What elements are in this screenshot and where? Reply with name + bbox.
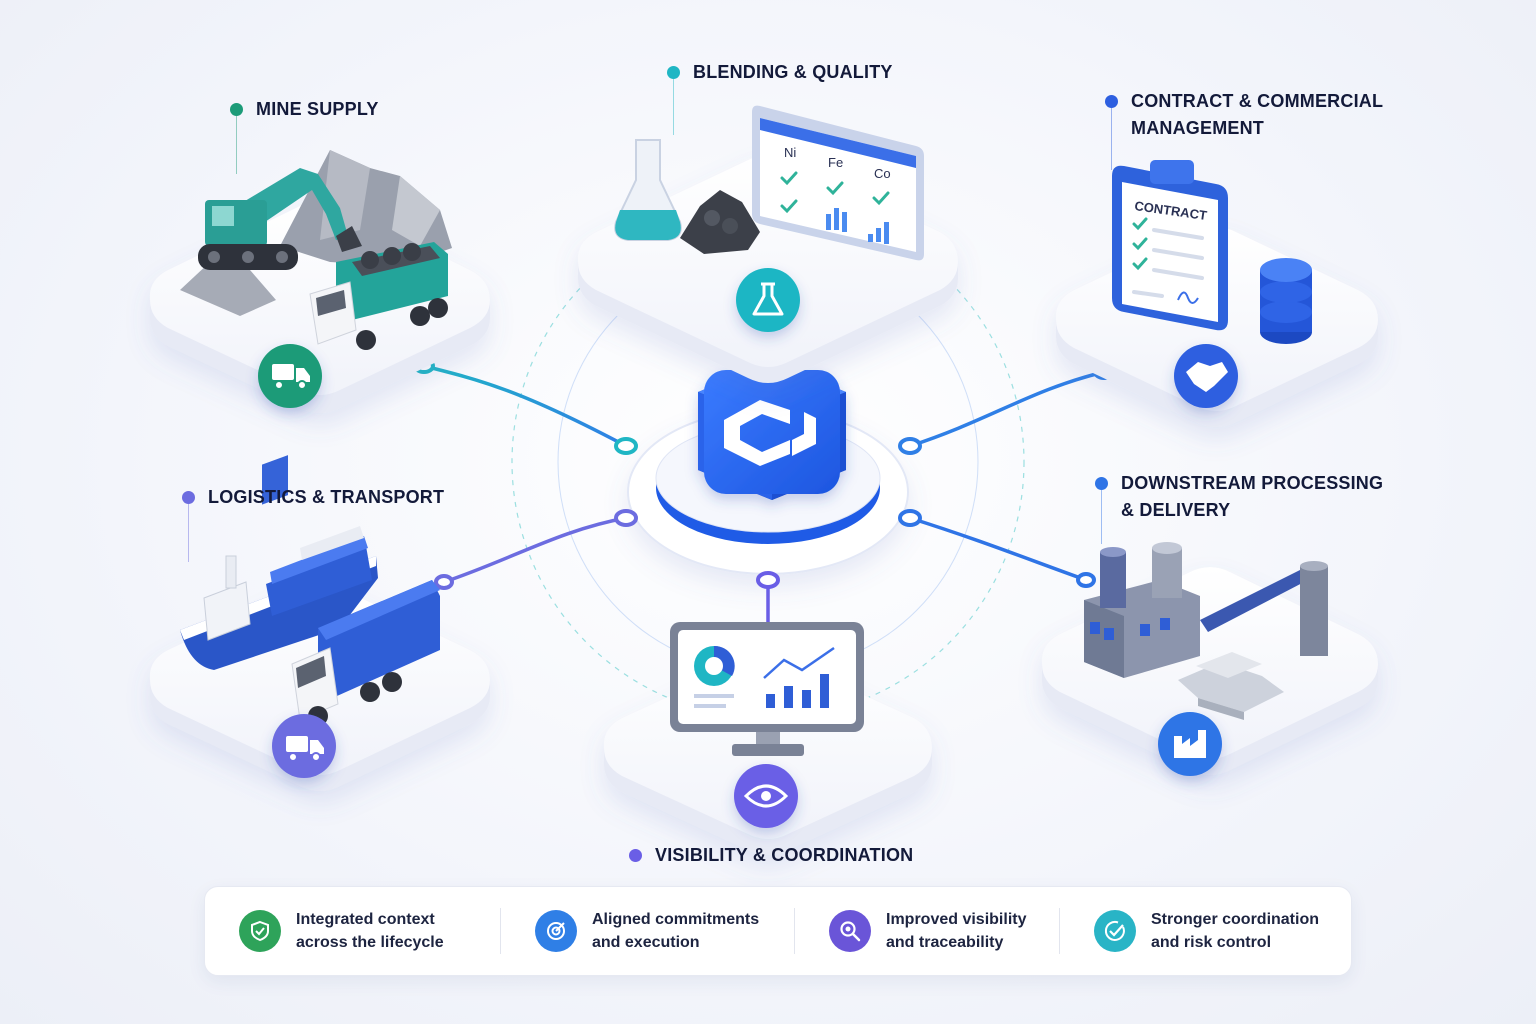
ore-sample [680,190,760,254]
col-ni: Ni [784,145,796,160]
flask [614,139,682,241]
divider [794,908,795,954]
hub-cube [698,362,846,500]
platform-visibility [603,622,932,855]
container-truck [291,580,440,726]
rock-pile [180,150,452,316]
connector-mine-supply [422,364,628,448]
check-circle-icon [1094,910,1136,952]
label-visibility-coordination: VISIBILITY & COORDINATION [629,842,913,869]
platform-mine-supply [149,150,490,413]
label-blending-quality: BLENDING & QUALITY [667,59,893,135]
col-co: Co [874,166,891,181]
dump-truck [309,242,448,350]
eye-icon [743,784,789,808]
factory-icon [1174,730,1206,758]
platform-blending-quality: Ni Fe Co [577,105,958,383]
platform-contract: CONTRACT [1055,160,1378,427]
database [1260,258,1312,344]
handshake-icon [1186,362,1228,392]
platform-downstream [1041,542,1378,776]
connector-downstream [908,516,1088,582]
connector-contract [908,370,1106,448]
connector-logistics [442,516,628,584]
platform-logistics [149,455,490,791]
check-icon [1132,217,1148,271]
truck-icon [272,364,310,390]
label-downstream-processing: DOWNSTREAM PROCESSING & DELIVERY [1095,470,1383,544]
monitor [670,622,864,756]
label-logistics-transport: LOGISTICS & TRANSPORT [182,484,444,562]
factory [1084,542,1328,678]
search-icon [829,910,871,952]
delivery-truck-icon [286,736,324,762]
divider [1059,908,1060,954]
platform-logo-icon [724,400,816,466]
check-icon [780,171,890,214]
flask-icon [752,282,784,316]
shield-check-icon [239,910,281,952]
label-mine-supply: MINE SUPPLY [230,96,379,174]
col-fe: Fe [828,155,843,170]
metal-ingots [1178,652,1284,720]
excavator [198,168,362,270]
target-icon [535,910,577,952]
clipboard: CONTRACT [1112,160,1228,331]
label-contract-commercial: CONTRACT & COMMERCIAL MANAGEMENT [1105,88,1383,170]
bar-chart-icon [826,208,889,244]
divider [500,908,501,954]
cargo-ship [180,455,378,670]
quality-dashboard: Ni Fe Co [752,105,924,261]
